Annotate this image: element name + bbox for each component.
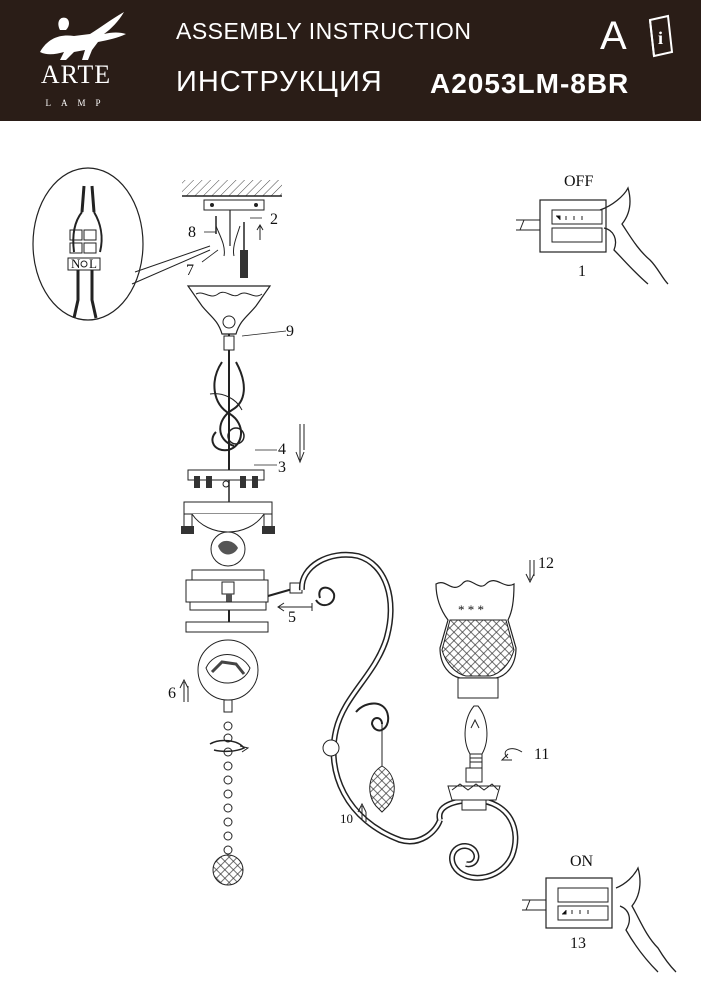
- brand-subtitle: LAMP: [45, 98, 111, 108]
- switch-on-label: ON: [570, 853, 594, 870]
- step-label-13: 13: [570, 935, 586, 952]
- step-label-2: 2: [270, 211, 278, 228]
- svg-text:i: i: [658, 28, 663, 48]
- decorative-scroll: [209, 361, 245, 452]
- title-english: ASSEMBLY INSTRUCTION: [176, 18, 472, 44]
- crystal-chain: [209, 721, 250, 855]
- model-number: A2053LM-8BR: [430, 68, 630, 99]
- glass-shade: * * *: [435, 580, 517, 699]
- candle-cup: [447, 767, 501, 811]
- central-body: [185, 569, 269, 633]
- switch-off-illustration: OFF 1: [516, 173, 669, 285]
- step-label-10: 10: [340, 811, 353, 826]
- candle-bulb: [464, 705, 488, 769]
- assembly-diagram: N L: [32, 167, 677, 973]
- step-label-12: 12: [538, 555, 554, 572]
- step-label-11: 11: [534, 746, 549, 763]
- title-russian: ИНСТРУКЦИЯ: [176, 66, 383, 98]
- step-label-7: 7: [186, 262, 194, 279]
- switch-on-illustration: ON 13: [522, 853, 677, 973]
- ceiling: [182, 180, 282, 197]
- switch-off-label: OFF: [564, 173, 593, 190]
- badge-letter: A: [600, 14, 627, 58]
- step-label-9: 9: [286, 323, 294, 340]
- mounting-bracket: [203, 199, 265, 278]
- step-label-8: 8: [188, 224, 196, 241]
- top-plate: [187, 469, 265, 502]
- wiring-detail-zoom: N L: [32, 167, 211, 321]
- step-label-1: 1: [578, 263, 586, 280]
- crystal-drop-pendant: [369, 765, 395, 813]
- winged-lion-logo-icon: [40, 12, 126, 60]
- body-plate: [181, 501, 275, 534]
- step-label-6: 6: [168, 685, 176, 702]
- neutral-label: N: [71, 256, 81, 271]
- header-bar: ARTE LAMP ASSEMBLY INSTRUCTION ИНСТРУКЦИ…: [0, 0, 701, 121]
- ceiling-canopy: [186, 285, 272, 335]
- info-book-icon: i: [648, 14, 674, 58]
- brand-logo: ARTE: [40, 60, 112, 89]
- step-label-5: 5: [288, 609, 296, 626]
- step-label-4: 4: [278, 441, 286, 458]
- line-label: L: [89, 256, 97, 271]
- step-label-3: 3: [278, 459, 286, 476]
- crystal-ball-pendant: [212, 854, 244, 886]
- svg-text:* * *: * * *: [458, 602, 484, 617]
